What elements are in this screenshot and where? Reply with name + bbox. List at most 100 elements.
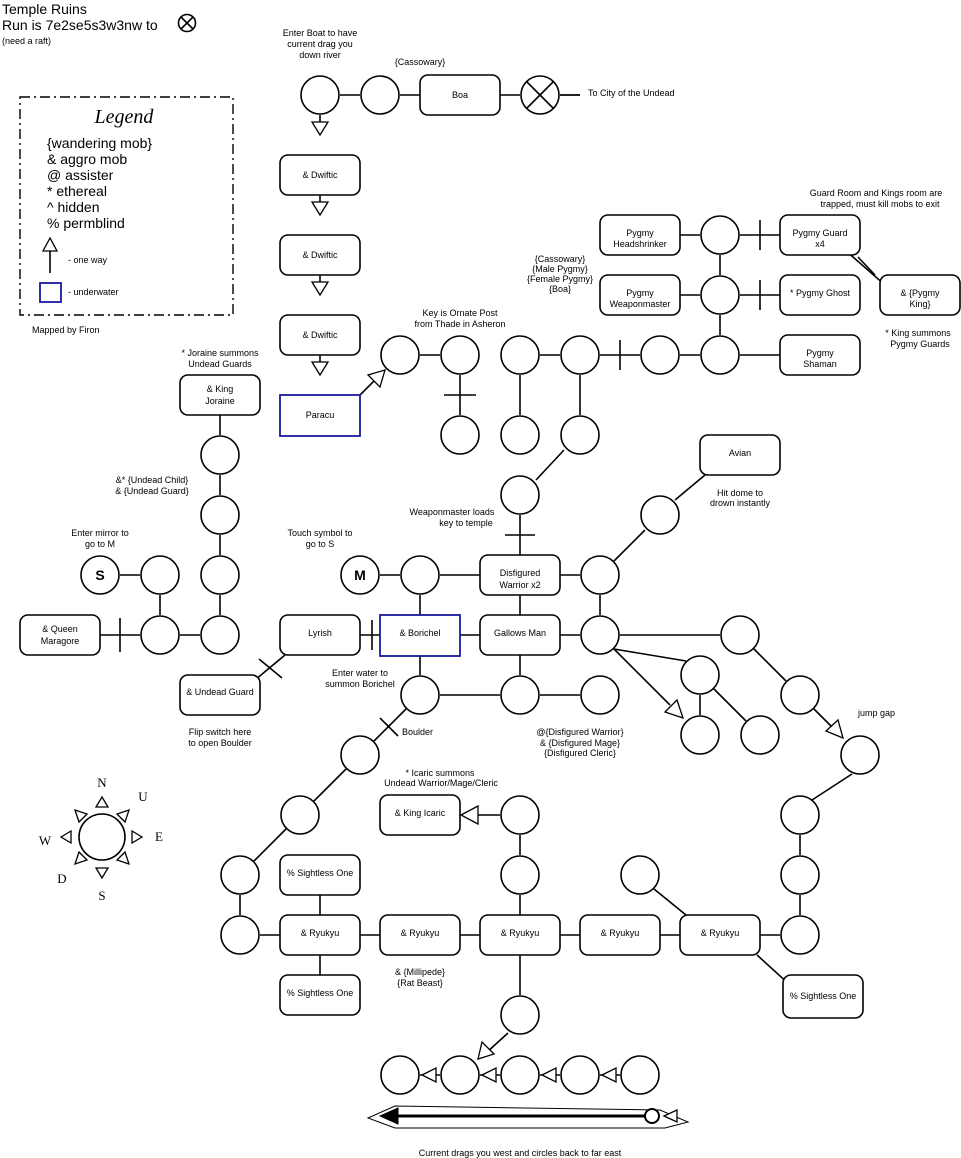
room-ryukyu-4: & Ryukyu xyxy=(579,914,661,956)
room-label: & Ryukyu xyxy=(701,928,740,938)
room-sightless-one-1: % Sightless One xyxy=(279,854,361,896)
svg-text:& Queen: & Queen xyxy=(42,624,78,634)
svg-text:* Icaric summons: * Icaric summons xyxy=(405,768,475,778)
svg-text:Undead Warrior/Mage/Cleric: Undead Warrior/Mage/Cleric xyxy=(384,778,498,788)
compass-down: D xyxy=(57,871,66,886)
current-arrow xyxy=(366,1105,690,1129)
room-disfigured-warrior: Disfigured Warrior x2 xyxy=(479,554,561,596)
room-ryukyu-5: & Ryukyu xyxy=(679,914,761,956)
one-way-arrows xyxy=(310,121,844,1084)
room xyxy=(500,1055,540,1095)
svg-text:Pygmy: Pygmy xyxy=(626,288,654,298)
one-way-arrow-icon xyxy=(459,804,479,826)
room-gallows-man: Gallows Man xyxy=(479,614,561,656)
room-ryukyu-3: & Ryukyu xyxy=(479,914,561,956)
destination-x-icon xyxy=(177,13,197,33)
city-exit-room xyxy=(520,75,560,115)
compass-west: W xyxy=(39,833,52,848)
compass-rose: N U E S W D xyxy=(39,775,163,903)
named-rooms: Boa & Dwiftic & Dwiftic & Dwiftic Paracu… xyxy=(19,74,961,1019)
room xyxy=(500,335,540,375)
compass-south: S xyxy=(98,888,105,903)
svg-text:from Thade in Asheron: from Thade in Asheron xyxy=(415,319,506,329)
room xyxy=(440,335,480,375)
one-way-arrow-icon xyxy=(310,281,330,297)
svg-text:Weaponmaster loads: Weaponmaster loads xyxy=(410,507,495,517)
room-pygmy-weaponmaster: Pygmy Weaponmaster xyxy=(599,274,681,316)
room-label: % Sightless One xyxy=(287,988,354,998)
room xyxy=(740,715,780,755)
room xyxy=(400,555,440,595)
room-pygmy-ghost: * Pygmy Ghost xyxy=(779,274,861,316)
room xyxy=(780,795,820,835)
room xyxy=(200,495,240,535)
svg-text:Weaponmaster: Weaponmaster xyxy=(610,299,671,309)
svg-text:current drag you: current drag you xyxy=(287,39,353,49)
svg-text:& {Millipede}: & {Millipede} xyxy=(395,967,445,977)
legend-assister: @ assister xyxy=(47,167,114,183)
svg-text:Headshrinker: Headshrinker xyxy=(613,239,667,249)
legend-one-way: - one way xyxy=(68,255,108,265)
room xyxy=(500,995,540,1035)
room xyxy=(560,1055,600,1095)
room xyxy=(500,475,540,515)
room-label: & King Icaric xyxy=(395,808,446,818)
room-pygmy-guard: Pygmy Guard x4 xyxy=(779,214,861,256)
room-label: & Dwiftic xyxy=(302,170,338,180)
legend-hidden: ^ hidden xyxy=(47,199,100,215)
svg-text:& King: & King xyxy=(207,384,234,394)
svg-text:Enter mirror to: Enter mirror to xyxy=(71,528,129,538)
room-label: Paracu xyxy=(306,410,335,420)
svg-text:Enter water to: Enter water to xyxy=(332,668,388,678)
door-ticks xyxy=(119,220,876,737)
room-borichel: & Borichel xyxy=(379,614,461,657)
room-label: & Ryukyu xyxy=(501,928,540,938)
svg-text:{Boa}: {Boa} xyxy=(549,284,571,294)
note-boulder: Boulder xyxy=(402,727,433,737)
room-dwiftic-2: & Dwiftic xyxy=(279,234,361,276)
one-way-arrow-icon xyxy=(41,236,59,252)
compass-circle-icon xyxy=(78,813,126,861)
room xyxy=(500,415,540,455)
room xyxy=(440,415,480,455)
room-label: & Borichel xyxy=(399,628,440,638)
room xyxy=(360,75,400,115)
compass-east: E xyxy=(155,829,163,844)
one-way-arrow-icon xyxy=(310,121,330,137)
room-label: Boa xyxy=(452,90,468,100)
svg-text:Undead Guards: Undead Guards xyxy=(188,359,252,369)
svg-text:Key is Ornate Post: Key is Ornate Post xyxy=(422,308,498,318)
room-label: % Sightless One xyxy=(790,991,857,1001)
room xyxy=(380,1055,420,1095)
room-avian: Avian xyxy=(699,434,781,476)
room xyxy=(680,655,720,695)
room-undead-guard: & Undead Guard xyxy=(179,674,261,716)
one-way-arrow-icon xyxy=(366,369,386,389)
svg-text:& {Disfigured Mage}: & {Disfigured Mage} xyxy=(540,738,620,748)
room-boa: Boa xyxy=(419,74,501,116)
room-label: Lyrish xyxy=(308,628,332,638)
svg-text:&* {Undead Child}: &* {Undead Child} xyxy=(116,475,189,485)
room-label: & Undead Guard xyxy=(186,687,254,697)
room xyxy=(780,855,820,895)
room xyxy=(640,335,680,375)
room-label: * Pygmy Ghost xyxy=(790,288,851,298)
room xyxy=(300,75,340,115)
room-dwiftic-3: & Dwiftic xyxy=(279,314,361,356)
room xyxy=(700,335,740,375)
run-instructions: Run is 7e2se5s3w3nw to xyxy=(2,17,158,33)
circle-rooms xyxy=(140,75,880,1095)
room xyxy=(700,215,740,255)
svg-text:Guard Room and Kings room are: Guard Room and Kings room are xyxy=(810,188,943,198)
svg-text:Touch symbol to: Touch symbol to xyxy=(287,528,352,538)
svg-text:to open Boulder: to open Boulder xyxy=(188,738,252,748)
svg-text:{Male Pygmy}: {Male Pygmy} xyxy=(532,264,588,274)
svg-text:Warrior x2: Warrior x2 xyxy=(499,580,540,590)
svg-text:down river: down river xyxy=(299,50,341,60)
svg-text:Disfigured: Disfigured xyxy=(500,568,541,578)
room xyxy=(200,615,240,655)
svg-text:Pygmy: Pygmy xyxy=(806,348,834,358)
room-label: & Ryukyu xyxy=(401,928,440,938)
room-sightless-one-3: % Sightless One xyxy=(782,974,864,1019)
